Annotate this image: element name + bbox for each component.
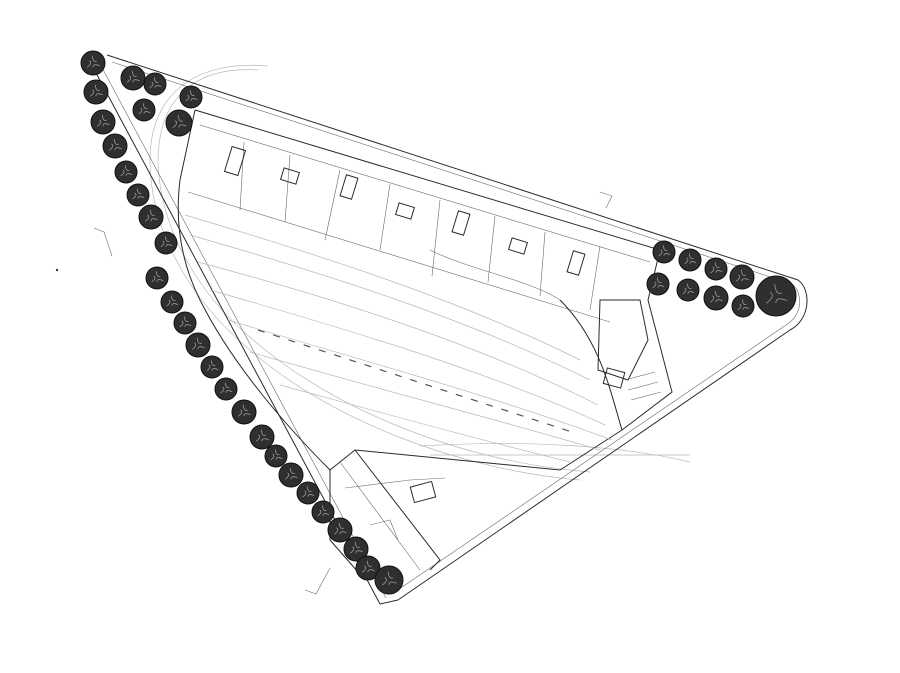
tree-icon — [731, 294, 755, 318]
tree-icon — [114, 160, 138, 184]
tree-icon — [143, 72, 167, 96]
tree-icon — [355, 555, 381, 581]
tree-icon — [179, 85, 203, 109]
tree-icon — [185, 332, 211, 358]
tree-icon — [90, 109, 116, 135]
tree-icon — [145, 266, 169, 290]
tree-icon — [200, 355, 224, 379]
tree-icon — [154, 231, 178, 255]
tree-icon — [264, 444, 288, 468]
tree-icon — [231, 399, 257, 425]
tree-icon — [80, 50, 106, 76]
survey-marks — [55, 191, 613, 595]
tree-icon — [646, 272, 670, 296]
tree-icon — [278, 462, 304, 488]
tree-icon — [249, 424, 275, 450]
building-footprint — [177, 109, 673, 581]
tree-icon — [102, 133, 128, 159]
tree-icon — [120, 65, 146, 91]
tree-icon — [729, 264, 755, 290]
tree-icon — [374, 565, 404, 595]
tree-icon — [678, 248, 702, 272]
parking-lanes — [184, 214, 613, 463]
tree-icon — [703, 285, 729, 311]
site-boundary — [87, 54, 808, 605]
tree-icon — [126, 183, 150, 207]
tree-icon — [327, 517, 353, 543]
tree-icon — [132, 98, 156, 122]
tree-icon — [83, 79, 109, 105]
tree-icon — [755, 275, 797, 317]
tree-rows — [80, 50, 797, 595]
tree-icon — [214, 377, 238, 401]
tree-icon — [138, 204, 164, 230]
faint-road-lines — [149, 64, 691, 481]
tree-icon — [311, 500, 335, 524]
tree-icon — [343, 536, 369, 562]
tree-icon — [652, 240, 676, 264]
tree-icon — [704, 257, 728, 281]
tree-icon — [676, 278, 700, 302]
south-wing — [339, 449, 446, 571]
tree-icon — [296, 481, 320, 505]
tree-icon — [160, 290, 184, 314]
tree-icon — [173, 311, 197, 335]
tree-icon — [165, 109, 193, 137]
